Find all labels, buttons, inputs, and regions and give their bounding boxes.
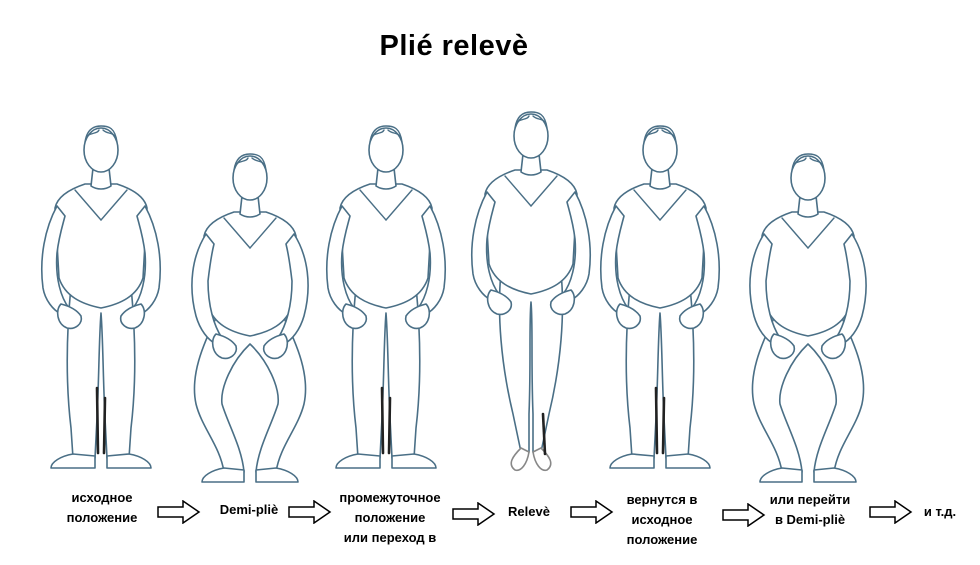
caption-demi-plie: Demi-pliè	[219, 502, 279, 517]
page-title: Plié relevè	[379, 30, 529, 62]
caption-return: вернутся в исходное положение	[626, 492, 698, 547]
figure-demi-plie-again	[749, 153, 867, 483]
caption-etc: и т.д.	[923, 504, 957, 519]
figure-releve	[470, 110, 592, 472]
caption-intermediate: промежуточное положение или переход в	[339, 490, 441, 545]
caption-start-position: исходное положение	[66, 490, 138, 525]
right-hollow-arrow-icon	[722, 503, 766, 527]
right-hollow-arrow-icon	[288, 500, 332, 524]
figure-return	[599, 124, 721, 470]
figure-demi-plie	[191, 153, 309, 483]
right-hollow-arrow-icon	[570, 500, 614, 524]
right-hollow-arrow-icon	[157, 500, 201, 524]
figure-start-position	[40, 124, 162, 470]
caption-releve: Relevè	[508, 504, 550, 519]
figure-intermediate	[325, 124, 447, 470]
caption-demi-plie-again: или перейти в Demi-pliè	[769, 492, 851, 527]
right-hollow-arrow-icon	[452, 502, 496, 526]
right-hollow-arrow-icon	[869, 500, 913, 524]
